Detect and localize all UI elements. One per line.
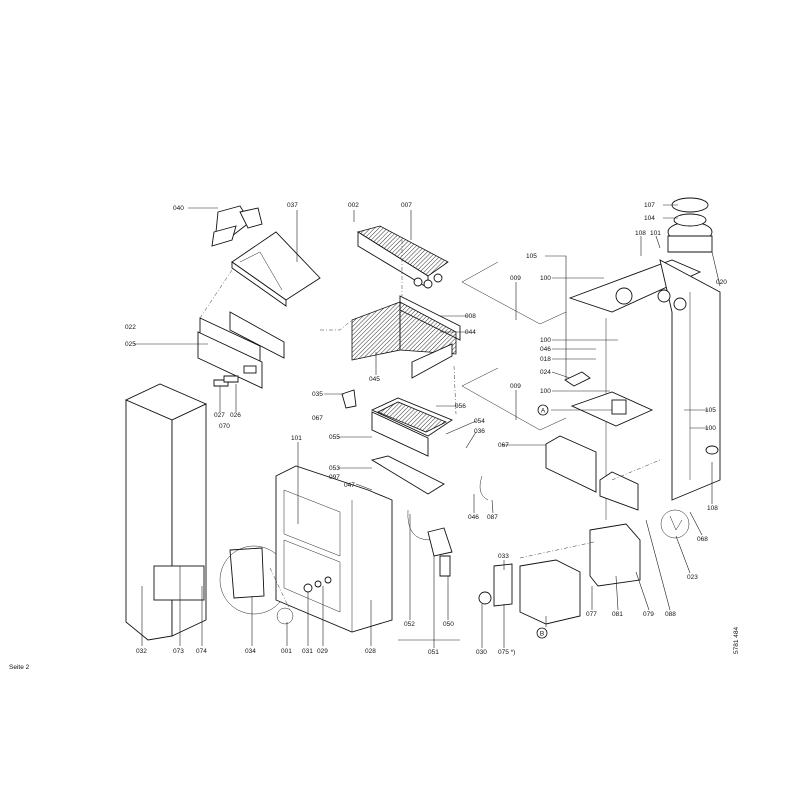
- part-label: 097: [329, 474, 340, 481]
- part-label: 067: [498, 442, 509, 449]
- part-label: 054: [474, 418, 485, 425]
- part-label: 081: [612, 611, 623, 618]
- part-label: 070: [219, 423, 230, 430]
- lower-panel-part: [275, 465, 393, 633]
- part-label: 009: [510, 275, 521, 282]
- part-label: 107: [644, 202, 655, 209]
- part-label: 020: [716, 279, 727, 286]
- part-label: 067: [312, 415, 323, 422]
- callout-b-label: B: [540, 631, 544, 638]
- document-number: 5781 484: [733, 627, 740, 654]
- part-label: 068: [697, 536, 708, 543]
- part-label: 029: [317, 648, 328, 655]
- part-label: 026: [230, 412, 241, 419]
- part-label: 027: [214, 412, 225, 419]
- part-label: 047: [344, 482, 355, 489]
- callout-b: B: [536, 627, 548, 639]
- part-label: 100: [540, 275, 551, 282]
- part-label: 087: [487, 514, 498, 521]
- part-label: 031: [302, 648, 313, 655]
- part-label: 025: [125, 341, 136, 348]
- combustion-chamber-part: [351, 295, 461, 379]
- front-casing-part: [124, 383, 289, 641]
- part-label: 018: [540, 356, 551, 363]
- controller-part: [478, 523, 641, 625]
- part-label: 044: [465, 329, 476, 336]
- part-label: 100: [540, 337, 551, 344]
- part-label: 052: [404, 621, 415, 628]
- part-label: 001: [281, 648, 292, 655]
- part-label: 079: [643, 611, 654, 618]
- part-label: 022: [125, 324, 136, 331]
- part-label: 104: [644, 215, 655, 222]
- part-label: 053: [329, 465, 340, 472]
- part-label: 101: [291, 435, 302, 442]
- page-footer: Seite 2: [9, 664, 30, 671]
- part-label: 077: [586, 611, 597, 618]
- part-label: 100: [705, 425, 716, 432]
- fan-part: [211, 205, 263, 247]
- part-label: 108: [635, 230, 646, 237]
- part-label: 100: [540, 388, 551, 395]
- part-label: 046: [540, 346, 551, 353]
- pump-part: [407, 475, 489, 577]
- part-label: 034: [245, 648, 256, 655]
- burner-part: [341, 389, 453, 495]
- leader-lines: [134, 204, 721, 648]
- part-label: 035: [312, 391, 323, 398]
- part-label: 073: [173, 648, 184, 655]
- callout-a: A: [537, 404, 549, 416]
- boiler-chassis-part: [564, 197, 721, 520]
- part-label: 074: [196, 648, 207, 655]
- part-labels: 040 037 002 007 107 104 108 101 105 100 …: [125, 202, 727, 656]
- part-label: 051: [428, 649, 439, 656]
- part-label: 023: [687, 574, 698, 581]
- control-box-part: [545, 435, 719, 539]
- part-label: 040: [173, 205, 184, 212]
- callout-a-label: A: [541, 408, 546, 415]
- part-label: 056: [455, 403, 466, 410]
- part-label: 055: [329, 434, 340, 441]
- part-label: 101: [650, 230, 661, 237]
- side-panels-part: [197, 311, 285, 389]
- part-label: 050: [443, 621, 454, 628]
- part-label: 037: [287, 202, 298, 209]
- part-label: 075 *): [498, 649, 515, 656]
- part-label: 008: [465, 313, 476, 320]
- part-label: 105: [705, 407, 716, 414]
- part-label: 045: [369, 376, 380, 383]
- heat-exchanger-part: [357, 225, 449, 289]
- part-label: 088: [665, 611, 676, 618]
- water-pipes-part: [461, 261, 567, 431]
- part-label: 028: [365, 648, 376, 655]
- part-label: 105: [526, 253, 537, 260]
- part-label: 009: [510, 383, 521, 390]
- part-label: 002: [348, 202, 359, 209]
- part-label: 033: [498, 553, 509, 560]
- part-label: 032: [136, 648, 147, 655]
- part-label: 024: [540, 369, 551, 376]
- part-label: 108: [707, 505, 718, 512]
- part-label: 036: [474, 428, 485, 435]
- flue-hood-part: [231, 231, 321, 307]
- part-label: 030: [476, 649, 487, 656]
- part-label: 046: [468, 514, 479, 521]
- part-label: 007: [401, 202, 412, 209]
